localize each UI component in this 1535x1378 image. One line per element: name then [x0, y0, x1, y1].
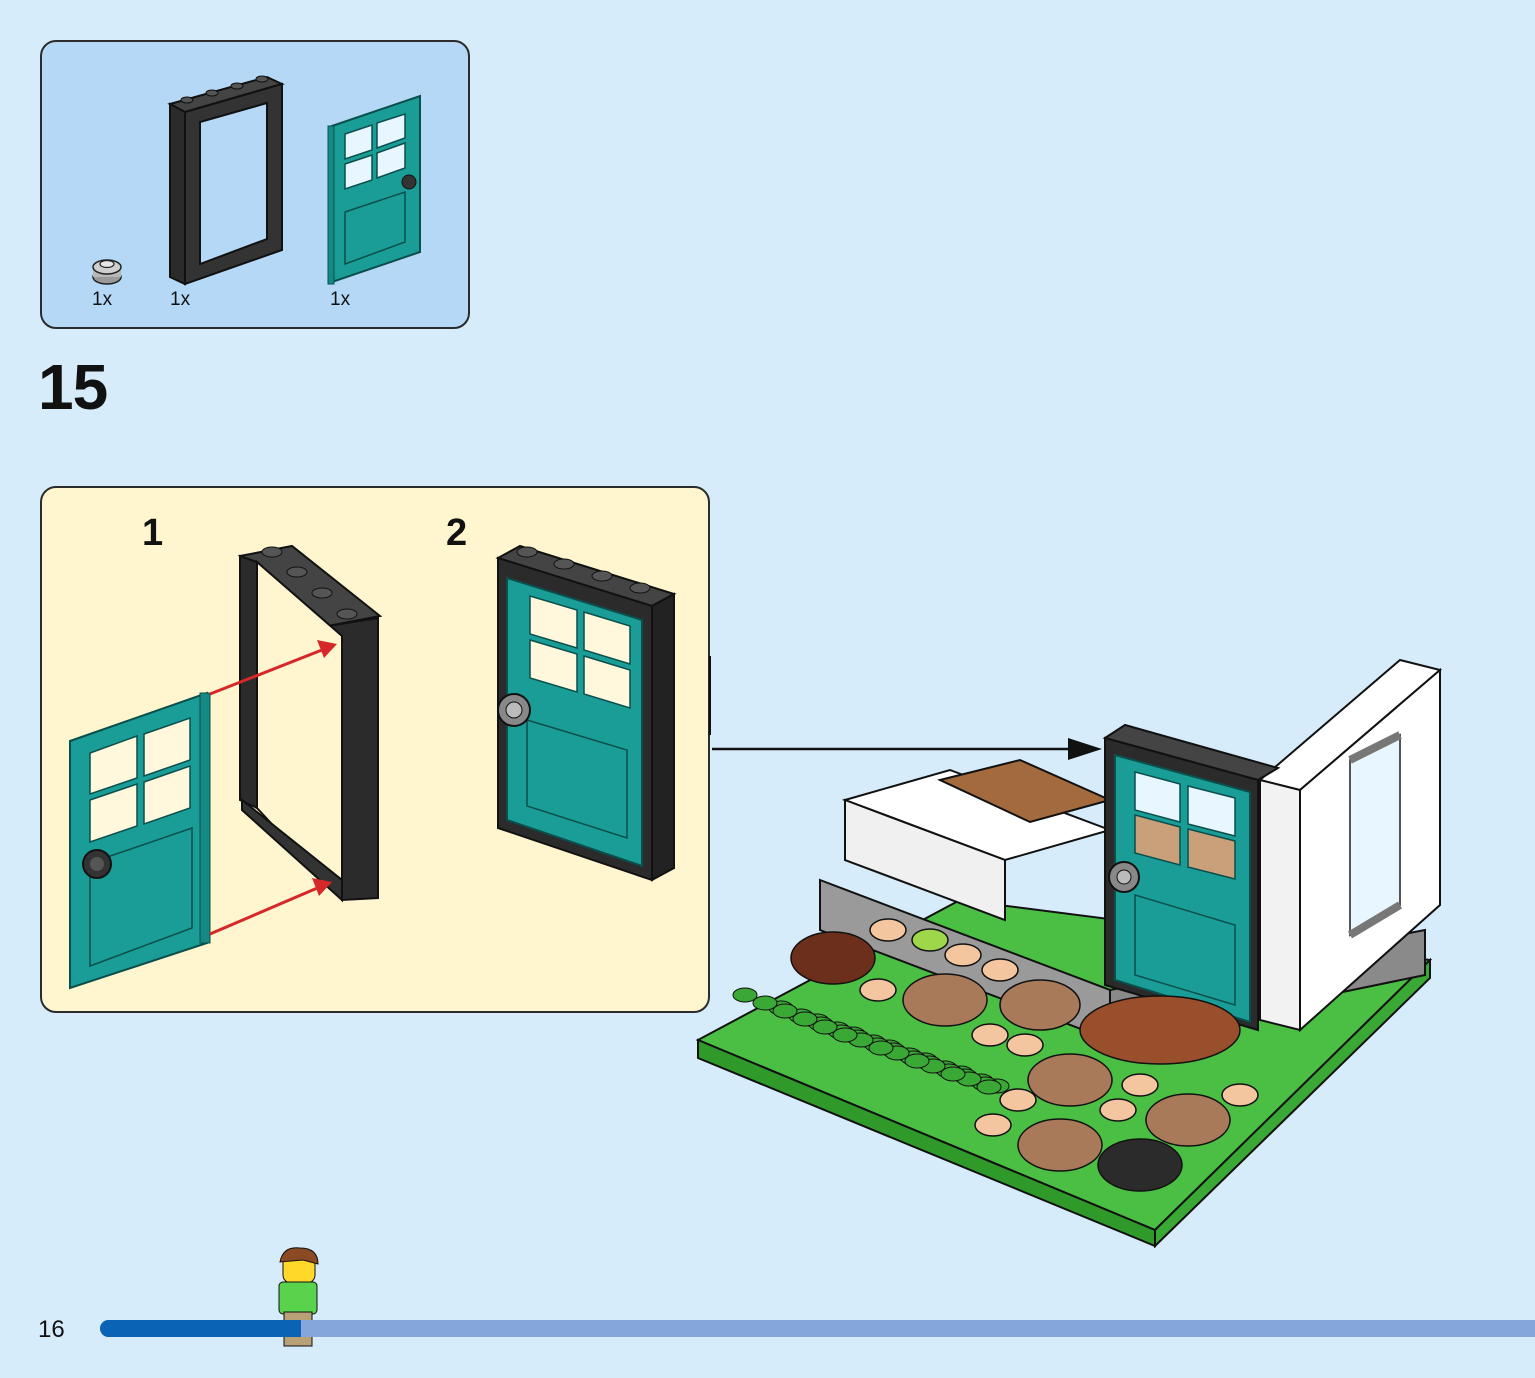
sub-assembly-panel: 1 2 [40, 486, 710, 1013]
path-tile [1027, 1053, 1113, 1107]
baseplate-stud [808, 1016, 834, 1032]
baseplate-stud [976, 1079, 1002, 1095]
sub-assembly-illustration [69, 544, 677, 990]
baseplate-stud [824, 1021, 850, 1037]
green-baseplate [695, 898, 1433, 1249]
white-wall-left [841, 758, 1114, 922]
part-quantity-1: 1x [92, 289, 113, 310]
progress-bar [100, 1320, 1535, 1337]
door-frame-icon [167, 75, 285, 286]
baseplate-stud [768, 1000, 794, 1016]
baseplate-stud [948, 1065, 974, 1081]
door-illustration-1 [69, 691, 211, 990]
white-wall-right [1257, 658, 1443, 1033]
baseplate-stud [880, 1042, 906, 1058]
door-on-build [1102, 723, 1281, 1032]
teal-door-icon [327, 94, 421, 285]
baseplate-stud [844, 1029, 870, 1045]
path-tile [911, 928, 949, 952]
baseplate-stud [864, 1037, 890, 1053]
baseplate-stud [952, 1068, 978, 1084]
path-tile [1121, 1073, 1159, 1097]
path-tile [1221, 1083, 1259, 1107]
path-tile [1099, 1098, 1137, 1122]
frame-open-illustration [237, 544, 383, 903]
part-quantity-2: 1x [170, 289, 191, 310]
step-number: 15 [38, 351, 108, 423]
sub-step-label-1: 1 [142, 512, 164, 554]
baseplate-stud [956, 1071, 982, 1087]
baseplate-stud [772, 1003, 798, 1019]
path-tiles [790, 918, 1259, 1192]
path-tile [869, 918, 907, 942]
path-tile [1145, 1093, 1231, 1147]
baseplate-stud [916, 1055, 942, 1071]
path-tile [981, 958, 1019, 982]
path-tile [902, 973, 988, 1027]
baseplate-stud [912, 1052, 938, 1068]
baseplate-stud [904, 1053, 930, 1069]
baseplate-stud [932, 1060, 958, 1076]
path-tile [999, 979, 1081, 1031]
red-arrows [209, 640, 337, 936]
path-tile [1097, 1138, 1183, 1192]
baseplate-stud [840, 1026, 866, 1042]
baseplate-stud [860, 1034, 886, 1050]
baseplate-stud [828, 1024, 854, 1040]
baseplate-stud [812, 1019, 838, 1035]
baseplate-stud [788, 1008, 814, 1024]
baseplate-stud [984, 1078, 1010, 1094]
path-tile [790, 931, 876, 985]
baseplate-stud [832, 1027, 858, 1043]
baseplate-stud [884, 1045, 910, 1061]
baseplate-stud [972, 1076, 998, 1092]
baseplate-stud [936, 1063, 962, 1079]
baseplate-stud [848, 1032, 874, 1048]
part-quantity-3: 1x [330, 289, 351, 310]
sub-step-label-2: 2 [446, 512, 468, 554]
baseplate-stud [920, 1058, 946, 1074]
path-tile [1079, 995, 1241, 1065]
baseplate-stud [940, 1066, 966, 1082]
path-tile [971, 1023, 1009, 1047]
baseplate-stud [752, 995, 778, 1011]
round-plate-icon [92, 259, 122, 285]
path-tile [859, 978, 897, 1002]
page-number: 16 [38, 1316, 65, 1343]
baseplate-stud [804, 1013, 830, 1029]
door-in-frame-illustration [495, 544, 677, 882]
path-tile [999, 1088, 1037, 1112]
path-tile [1006, 1033, 1044, 1057]
path-tile [1017, 1118, 1103, 1172]
baseplate-stud [968, 1073, 994, 1089]
parts-list-panel: 1x 1x 1x [40, 40, 470, 329]
grey-foundation [819, 878, 1426, 1042]
path-tile [944, 943, 982, 967]
placement-arrow [709, 656, 1102, 760]
baseplate-stud [792, 1011, 818, 1027]
baseplate-stud [900, 1050, 926, 1066]
baseplate-stud [732, 987, 758, 1003]
baseplate-studs [732, 987, 1010, 1095]
progress-bar-fill [100, 1320, 301, 1337]
baseplate-stud [868, 1040, 894, 1056]
parts-illustration [92, 75, 421, 286]
path-tile [974, 1113, 1012, 1137]
baseplate-stud [876, 1039, 902, 1055]
baseplate-stud [896, 1047, 922, 1063]
